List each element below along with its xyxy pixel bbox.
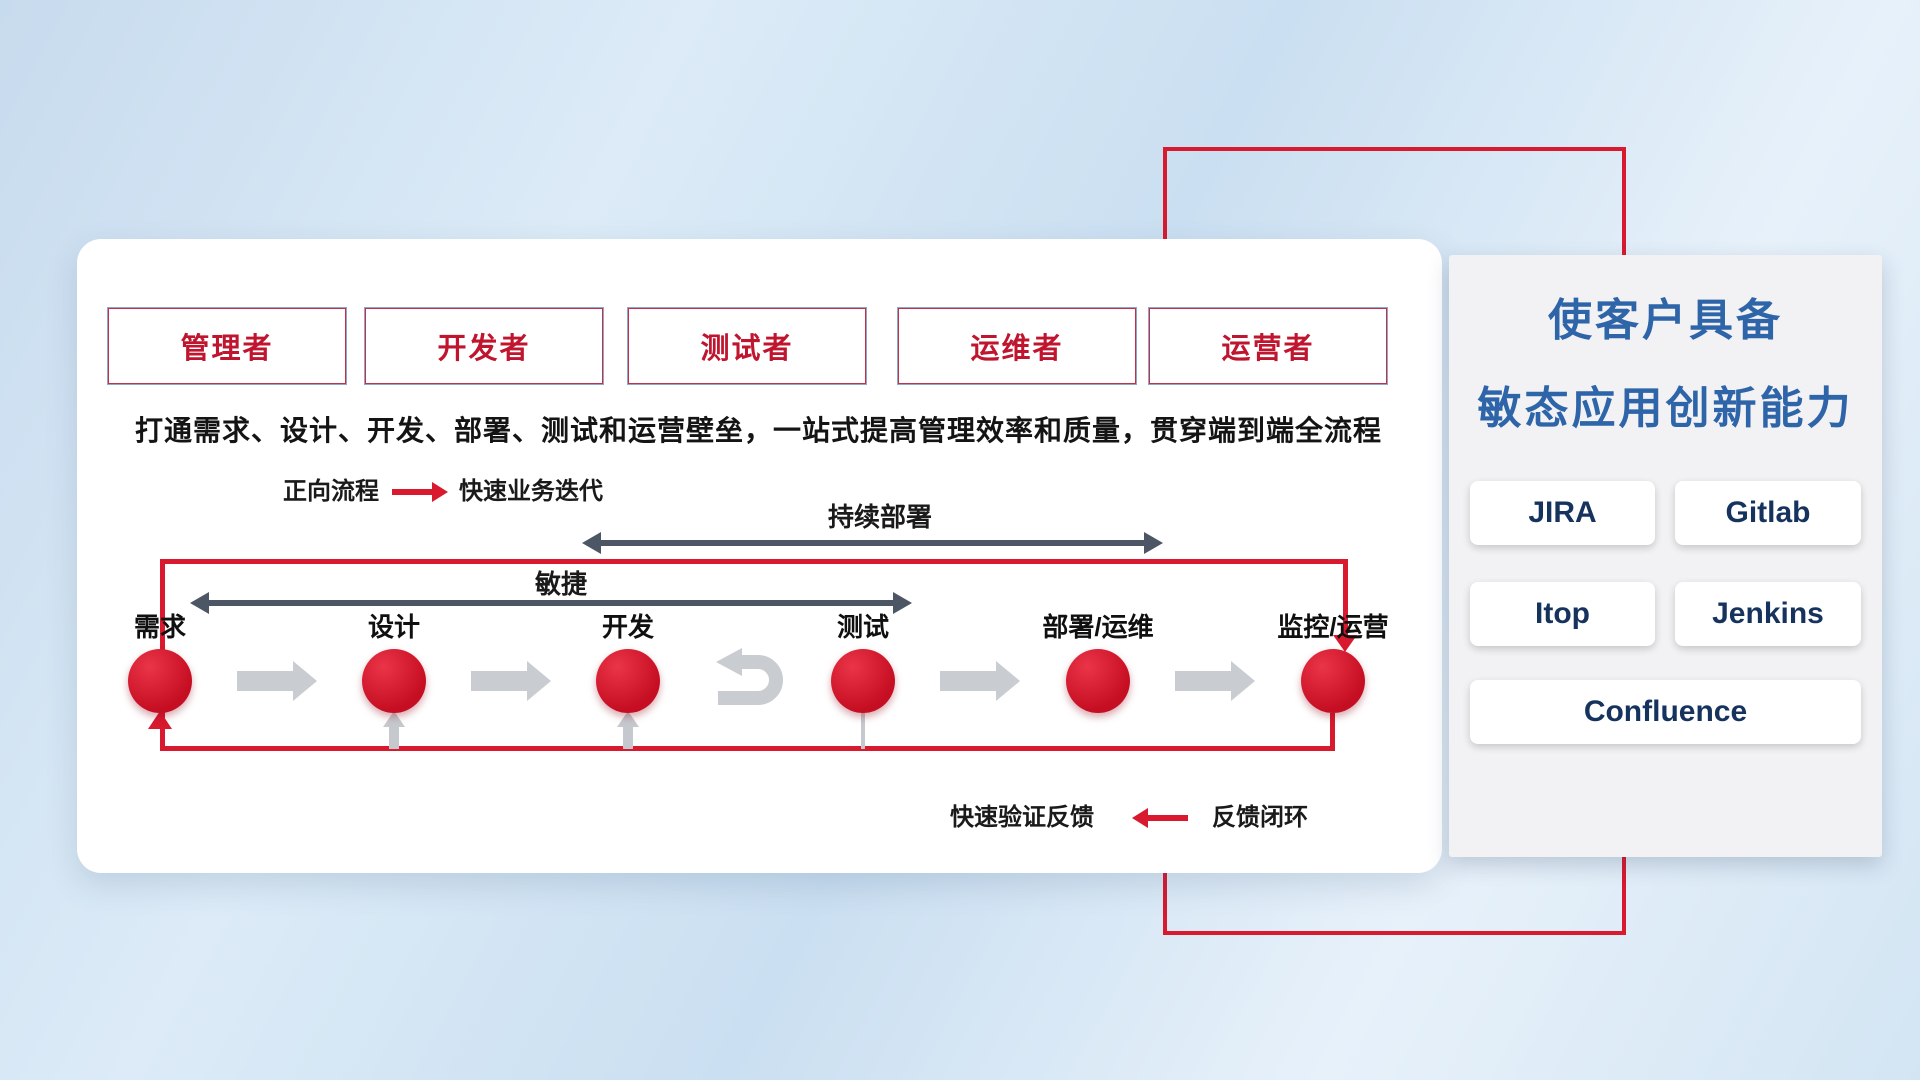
tool-label: Gitlab	[1725, 496, 1811, 529]
capability-panel: 使客户具备 敏态应用创新能力 JIRA Gitlab Itop Jenkins …	[1449, 255, 1882, 857]
feedback-legend-label: 快速验证反馈	[950, 804, 1094, 831]
flow-arrow-icon	[1175, 661, 1255, 701]
feedback-loop-top-line	[160, 559, 1348, 564]
role-label: 管理者	[180, 333, 274, 365]
role-box-manager: 管理者	[108, 308, 346, 384]
panel-headline: 打通需求、设计、开发、部署、测试和运营壁垒，一站式提高管理效率和质量，贯穿端到端…	[135, 415, 1383, 446]
stage-node-deploy-ops	[1066, 649, 1130, 713]
tool-box-jenkins: Jenkins	[1675, 582, 1861, 646]
forward-arrowhead-icon	[432, 482, 448, 502]
flow-arrow-icon	[237, 661, 317, 701]
role-label: 测试者	[700, 333, 794, 365]
tool-box-gitlab: Gitlab	[1675, 481, 1861, 545]
feedback-loop-right-line	[1343, 559, 1348, 635]
iterate-loop-arrow-icon	[716, 648, 783, 705]
stage-label-test: 测试	[836, 612, 889, 642]
stage-node-monitor-ops	[1301, 649, 1365, 713]
stage-node-requirements	[128, 649, 192, 713]
forward-legend-desc: 快速业务迭代	[459, 478, 603, 505]
feedback-arrowhead-icon	[1132, 808, 1148, 828]
tool-box-itop: Itop	[1470, 582, 1655, 646]
capability-title-line2: 敏态应用创新能力	[1477, 384, 1854, 433]
tool-label: JIRA	[1528, 496, 1597, 529]
devops-flow-panel: 管理者 开发者 测试者 运维者 运营者 打通需求、设计、开发、部署、测试和运营壁…	[77, 239, 1442, 873]
continuous-deploy-arrow-icon	[600, 540, 1145, 546]
forward-arrow-icon	[392, 489, 432, 495]
continuous-deploy-label: 持续部署	[827, 502, 932, 532]
stage-label-develop: 开发	[601, 612, 654, 642]
agile-label: 敏捷	[534, 569, 587, 599]
tool-label: Jenkins	[1712, 597, 1824, 630]
role-label: 运营者	[1221, 333, 1315, 365]
stage-label-deploy-ops: 部署/运维	[1042, 612, 1154, 642]
stage-label-requirements: 需求	[133, 612, 186, 642]
forward-legend-label: 正向流程	[283, 478, 379, 505]
stage-label-design: 设计	[367, 612, 420, 642]
design-return-arrowhead-icon	[383, 711, 405, 727]
role-label: 运维者	[970, 333, 1064, 365]
feedback-legend-desc: 反馈闭环	[1212, 804, 1308, 831]
test-connector-line	[861, 713, 865, 749]
feedback-loop-right-connector	[1330, 713, 1335, 749]
role-box-developer: 开发者	[365, 308, 603, 384]
feedback-loop-bottom-line	[160, 746, 1335, 751]
role-box-ops: 运维者	[898, 308, 1136, 384]
feedback-loop-up-arrowhead-icon	[148, 711, 172, 729]
tool-label: Itop	[1535, 597, 1590, 630]
role-label: 开发者	[437, 333, 531, 365]
tool-box-jira: JIRA	[1470, 481, 1655, 545]
stage-label-monitor-ops: 监控/运营	[1277, 612, 1389, 642]
capability-title-line1: 使客户具备	[1548, 296, 1783, 345]
tool-label: Confluence	[1583, 695, 1748, 728]
tool-box-confluence: Confluence	[1470, 680, 1861, 744]
dev-return-stem	[623, 727, 633, 749]
stage-node-develop	[596, 649, 660, 713]
design-return-stem	[389, 727, 399, 749]
flow-arrow-icon	[471, 661, 551, 701]
role-box-tester: 测试者	[628, 308, 866, 384]
stage-node-test	[831, 649, 895, 713]
agile-arrow-icon	[208, 600, 894, 606]
feedback-arrow-icon	[1148, 815, 1188, 821]
feedback-loop-down-arrowhead-icon	[1333, 635, 1357, 652]
stage-node-design	[362, 649, 426, 713]
role-box-business: 运营者	[1149, 308, 1387, 384]
dev-return-arrowhead-icon	[617, 711, 639, 727]
flow-arrow-icon	[940, 661, 1020, 701]
